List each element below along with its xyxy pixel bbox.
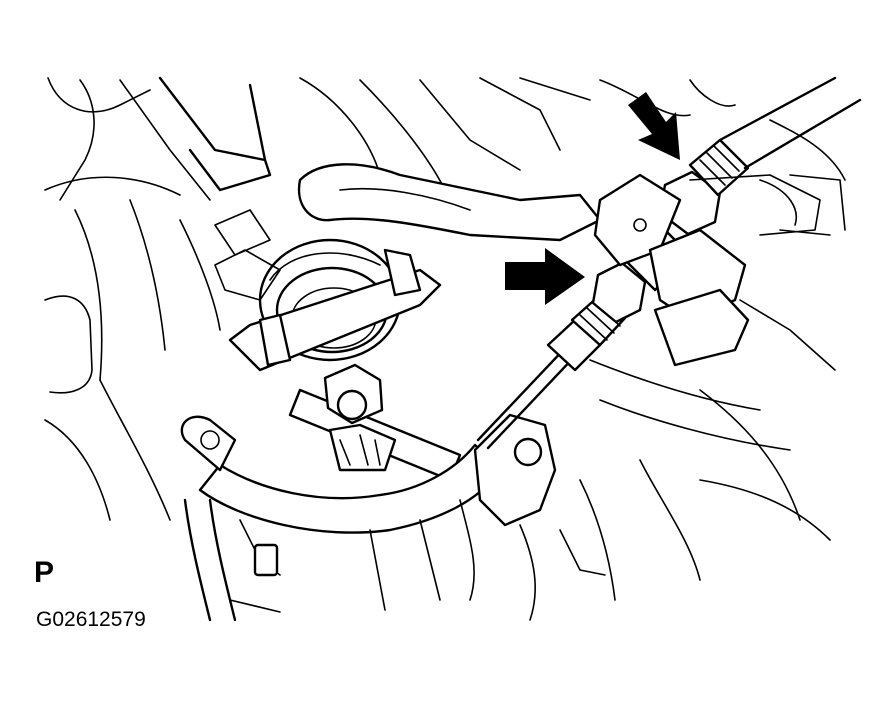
view-letter: P	[34, 556, 56, 589]
cable-bracket	[593, 173, 821, 367]
control-shaft-lever	[228, 248, 462, 482]
figure-id: G02612579	[36, 608, 146, 631]
arrow-icon	[505, 248, 585, 305]
lower-locknut-arrow	[505, 248, 585, 305]
arrow-icon	[628, 92, 680, 160]
upper-locknut-arrow	[628, 92, 680, 160]
wiring-harness	[183, 498, 281, 622]
upper-bracket	[297, 163, 602, 242]
background-linework	[44, 76, 846, 601]
lower-linkage	[369, 413, 606, 621]
